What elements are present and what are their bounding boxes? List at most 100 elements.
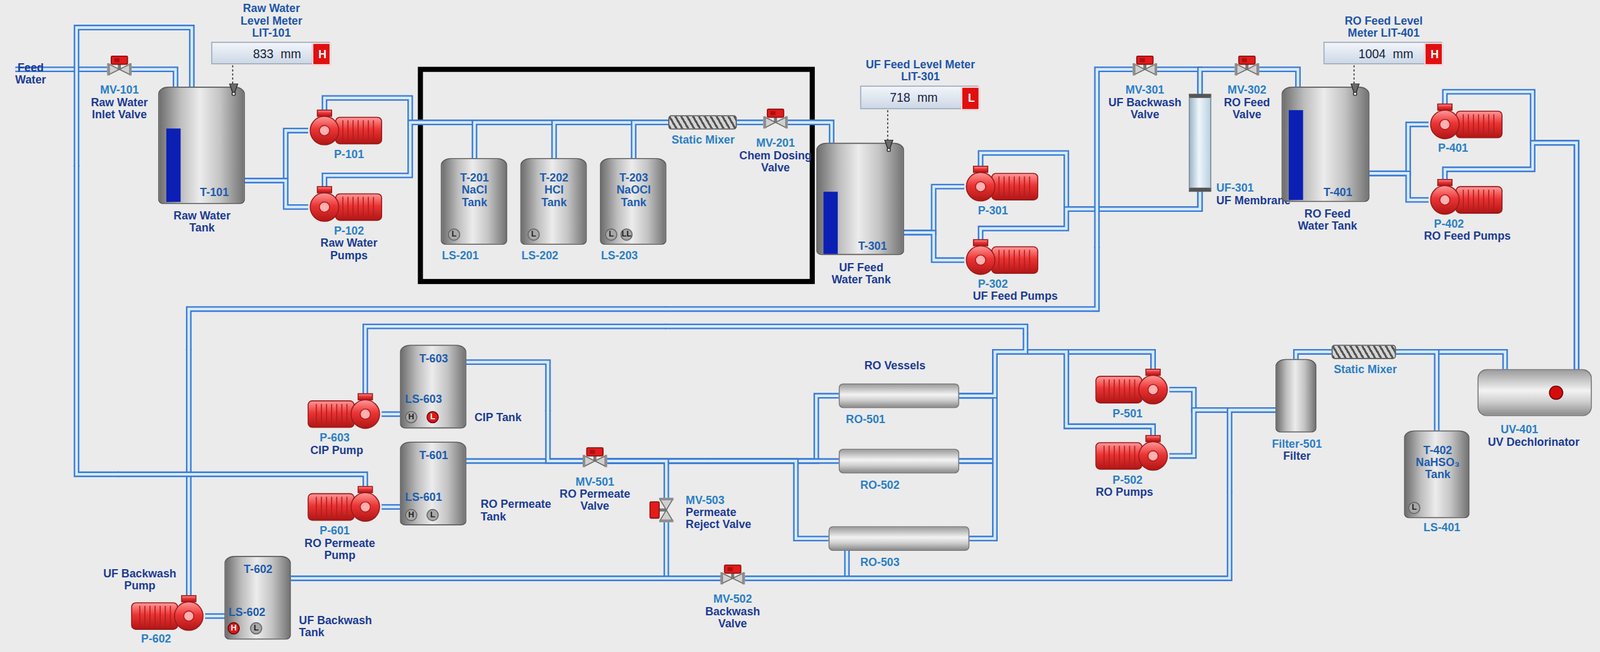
caption-label: RO Permeate Tank xyxy=(480,497,559,523)
level-switch: H xyxy=(227,622,240,635)
icon-part xyxy=(1095,442,1142,470)
icon-part xyxy=(582,454,586,467)
icon-part xyxy=(1147,451,1158,462)
motor-valve: MV-101Raw Water Inlet Valve xyxy=(106,56,132,83)
icon-part xyxy=(1430,104,1502,140)
icon-part xyxy=(1138,375,1168,405)
icon-part xyxy=(330,496,333,517)
pipe-bore xyxy=(1169,389,1276,410)
icon-part xyxy=(1095,369,1168,405)
uf-membrane: UF-301UF Membrane xyxy=(1188,93,1211,192)
level-switch: L xyxy=(604,228,617,241)
icon-part xyxy=(659,497,674,501)
tag-label: Static Mixer xyxy=(1333,363,1397,376)
pipe-bore xyxy=(736,120,763,124)
level-switch: H xyxy=(404,509,417,522)
highlight-frame xyxy=(420,69,813,282)
icon-part xyxy=(1119,446,1121,467)
pipe-wall xyxy=(633,122,669,159)
pipe-bore xyxy=(904,186,965,233)
icon-part xyxy=(966,166,1038,202)
icon-part xyxy=(1008,249,1010,271)
pipe-connector xyxy=(1369,173,1429,200)
tag-label: P-602 xyxy=(141,632,171,645)
pipe-bore xyxy=(1444,142,1577,370)
level-sensor xyxy=(883,139,894,152)
pipe-wall xyxy=(244,130,309,181)
icon-part xyxy=(174,602,204,631)
icon-part xyxy=(1018,249,1020,271)
tag-label: UF Feed Level Meter LIT-301 xyxy=(859,58,982,83)
icon-part xyxy=(966,239,1038,275)
icon-part xyxy=(1134,379,1136,400)
caption-label: LS-401 xyxy=(1423,521,1461,534)
tag-label: T-602 xyxy=(243,563,273,576)
icon-part xyxy=(1477,114,1480,135)
icon-part xyxy=(975,181,986,192)
pipe-wall xyxy=(980,153,1201,210)
pipe-wall xyxy=(204,613,225,620)
icon-part xyxy=(1462,114,1464,135)
status-letter: L xyxy=(253,623,259,634)
status-letter: H xyxy=(318,46,327,62)
alarm-flag: H xyxy=(312,43,331,66)
tag-label: T-201 NaCl Tank xyxy=(451,171,498,209)
pipe-wall xyxy=(736,119,763,126)
icon-part xyxy=(335,193,383,221)
icon-part xyxy=(347,196,349,218)
alarm-flag: H xyxy=(1424,43,1444,66)
icon-part xyxy=(1493,114,1495,135)
icon-part xyxy=(139,606,141,627)
icon-part xyxy=(342,120,344,141)
icon-part xyxy=(966,246,995,275)
pipe-connector xyxy=(244,130,309,181)
status-letter: H xyxy=(408,509,414,521)
level-display: RO Feed Level Meter LIT-4011004mmH xyxy=(1323,41,1442,64)
tag-label: P-502 xyxy=(1112,473,1143,486)
motor-valve: MV-302RO Feed Valve xyxy=(1234,56,1260,83)
pipe-bore xyxy=(291,576,721,580)
icon-part xyxy=(1124,446,1126,467)
tag-label: P-603 xyxy=(319,431,350,444)
pipe-bore xyxy=(554,122,669,159)
pump-icon xyxy=(308,186,384,222)
caption-label: mm xyxy=(1393,46,1414,62)
pump-symbol: P-603CIP Pump xyxy=(306,394,382,429)
icon-part xyxy=(767,109,784,118)
sensor-leader xyxy=(886,110,889,140)
pipe-wall xyxy=(1295,351,1332,359)
icon-part xyxy=(1029,249,1031,271)
pipe-wall xyxy=(904,186,965,233)
status-letter: L xyxy=(430,509,436,521)
pipe-bore xyxy=(666,522,720,579)
level-switch: L xyxy=(426,509,439,522)
icon-part xyxy=(1013,249,1015,271)
icon-part xyxy=(170,606,172,627)
tag-label: Raw Water Level Meter LIT-101 xyxy=(231,1,312,39)
level-display: UF Feed Level Meter LIT-301718mmL xyxy=(860,85,979,109)
caption-label: Chem Dosing Valve xyxy=(738,148,813,174)
icon-part xyxy=(335,117,383,144)
status-letter: L xyxy=(967,91,975,106)
icon-part xyxy=(357,120,359,141)
caption-label: LS-602 xyxy=(228,606,266,619)
caption-label: CIP Tank xyxy=(474,411,522,424)
icon-part xyxy=(992,173,1039,200)
icon-part xyxy=(149,606,151,627)
pipe-wall xyxy=(244,180,309,207)
icon-part xyxy=(308,401,355,428)
caption-label: 718 xyxy=(889,91,910,106)
storage-tank: T-603LS-603CIP TankHL xyxy=(399,344,467,429)
pipe-wall xyxy=(1395,351,1437,431)
pipe-wall xyxy=(554,122,669,159)
uv-unit: UV-401UV Dechlorinator xyxy=(1477,369,1592,417)
icon-part xyxy=(742,572,745,585)
caption-label: UF Feed Pumps xyxy=(973,289,1058,302)
pipe-bore xyxy=(1395,351,1437,431)
icon-part xyxy=(320,404,323,425)
status-letter: L xyxy=(430,412,436,423)
pipe-connector xyxy=(244,180,309,207)
uv-lamp xyxy=(1548,385,1564,401)
pipe-connector xyxy=(736,122,763,124)
